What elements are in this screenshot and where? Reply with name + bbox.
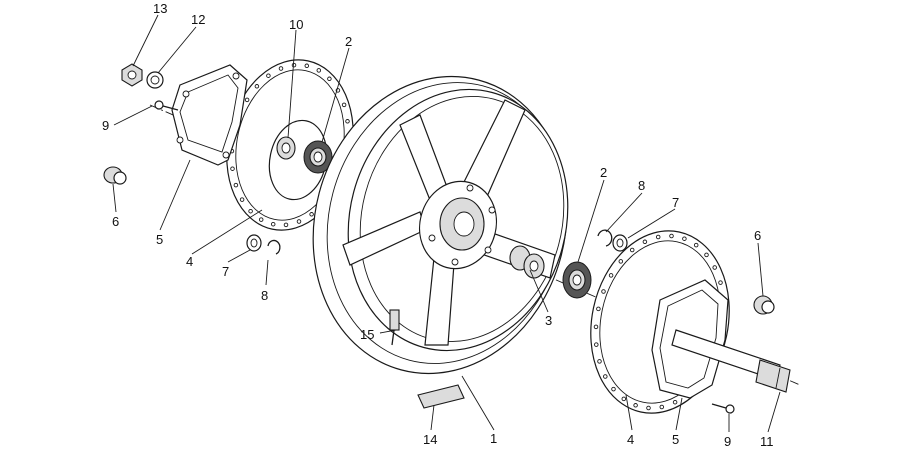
callout-5-left: 5 bbox=[156, 232, 163, 247]
disc-vent-hole bbox=[718, 280, 723, 285]
wheel-axle bbox=[671, 329, 791, 393]
callout-4-right: 4 bbox=[627, 432, 634, 447]
disc-vent-hole bbox=[601, 289, 606, 294]
disc-vent-hole bbox=[593, 324, 599, 330]
disc-vent-hole bbox=[682, 236, 687, 241]
disc-vent-hole bbox=[239, 197, 245, 202]
disc-vent-hole bbox=[244, 97, 250, 103]
disc-vent-hole bbox=[655, 234, 661, 240]
bearing-left bbox=[276, 136, 333, 174]
callout-10: 10 bbox=[289, 17, 303, 32]
leader-lines bbox=[112, 14, 781, 433]
callout-2-left: 2 bbox=[345, 34, 352, 49]
callout-6-left: 6 bbox=[112, 214, 119, 229]
disc-vent-hole bbox=[309, 212, 314, 217]
disc-vent-hole bbox=[266, 73, 271, 78]
callout-12: 12 bbox=[191, 12, 205, 27]
hardware-right bbox=[597, 229, 775, 414]
disc-vent-hole bbox=[258, 217, 264, 222]
disc-vent-hole bbox=[693, 242, 699, 248]
disc-vent-hole bbox=[254, 84, 260, 89]
disc-vent-hole bbox=[594, 342, 599, 347]
balance-weight bbox=[417, 384, 465, 409]
disc-vent-hole bbox=[230, 166, 235, 171]
disc-vent-hole bbox=[659, 404, 665, 410]
disc-vent-hole bbox=[618, 259, 624, 264]
disc-vent-hole bbox=[672, 399, 678, 405]
disc-vent-hole bbox=[611, 386, 616, 392]
callout-7-left: 7 bbox=[222, 264, 229, 279]
disc-vent-hole bbox=[642, 239, 648, 245]
disc-vent-hole bbox=[345, 119, 350, 124]
callout-11: 11 bbox=[760, 434, 774, 449]
disc-vent-hole bbox=[278, 66, 284, 71]
callout-5-right: 5 bbox=[672, 432, 679, 447]
callout-8-left: 8 bbox=[261, 288, 268, 303]
callout-9-left: 9 bbox=[102, 118, 109, 133]
disc-vent-hole bbox=[304, 63, 310, 69]
hardware-left bbox=[103, 63, 281, 255]
disc-vent-hole bbox=[291, 62, 297, 68]
hub-spacer-right bbox=[509, 245, 545, 279]
disc-vent-hole bbox=[270, 221, 276, 227]
disc-vent-hole bbox=[596, 306, 601, 312]
disc-vent-hole bbox=[633, 403, 638, 408]
callout-15: 15 bbox=[360, 327, 374, 342]
callout-9-right: 9 bbox=[724, 434, 731, 449]
callout-14: 14 bbox=[423, 432, 437, 447]
disc-vent-hole bbox=[629, 247, 635, 253]
callout-13: 13 bbox=[153, 1, 167, 16]
disc-vent-hole bbox=[621, 396, 627, 402]
wheel-hub bbox=[418, 180, 498, 270]
disc-vent-hole bbox=[248, 208, 253, 214]
disc-vent-hole bbox=[646, 405, 651, 411]
callout-8-right: 8 bbox=[638, 178, 645, 193]
disc-vent-hole bbox=[283, 222, 289, 228]
disc-vent-hole bbox=[233, 182, 239, 188]
disc-vent-hole bbox=[704, 252, 709, 258]
disc-vent-hole bbox=[608, 273, 614, 278]
bearing-right bbox=[562, 261, 592, 299]
callout-3: 3 bbox=[545, 313, 552, 328]
disc-vent-hole bbox=[669, 233, 674, 239]
callout-6-right: 6 bbox=[754, 228, 761, 243]
callout-1: 1 bbox=[490, 431, 497, 446]
disc-vent-hole bbox=[341, 102, 347, 108]
callout-7-right: 7 bbox=[672, 195, 679, 210]
disc-vent-hole bbox=[327, 76, 332, 82]
disc-vent-hole bbox=[603, 374, 608, 379]
callout-labels: 13 12 10 2 9 6 5 4 7 8 15 14 1 3 2 8 7 6… bbox=[102, 1, 774, 449]
disc-vent-hole bbox=[597, 359, 602, 364]
disc-vent-hole bbox=[296, 219, 302, 224]
disc-vent-hole bbox=[712, 265, 717, 270]
disc-carrier-left bbox=[171, 64, 248, 166]
callout-2-right: 2 bbox=[600, 165, 607, 180]
disc-vent-hole bbox=[316, 68, 322, 73]
callout-4-left: 4 bbox=[186, 254, 193, 269]
